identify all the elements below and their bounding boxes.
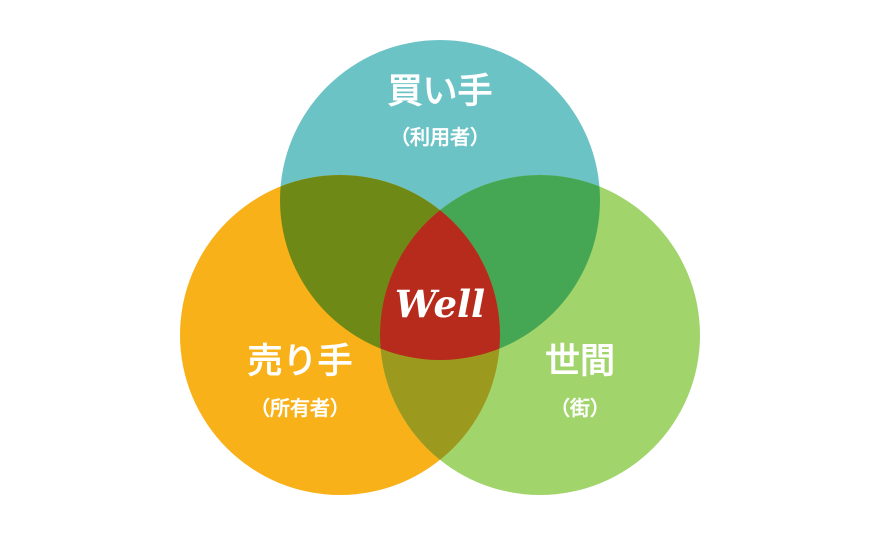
seller-title: 売り手 (247, 342, 352, 382)
center-overlap (380, 175, 500, 360)
center-label: Well (395, 282, 485, 326)
society-subtitle: （街） (550, 396, 610, 420)
society-title: 世間 (545, 342, 615, 382)
buyer-subtitle: （利用者） (390, 125, 490, 149)
seller-subtitle: （所有者） (250, 396, 350, 420)
buyer-title: 買い手 (387, 72, 492, 112)
